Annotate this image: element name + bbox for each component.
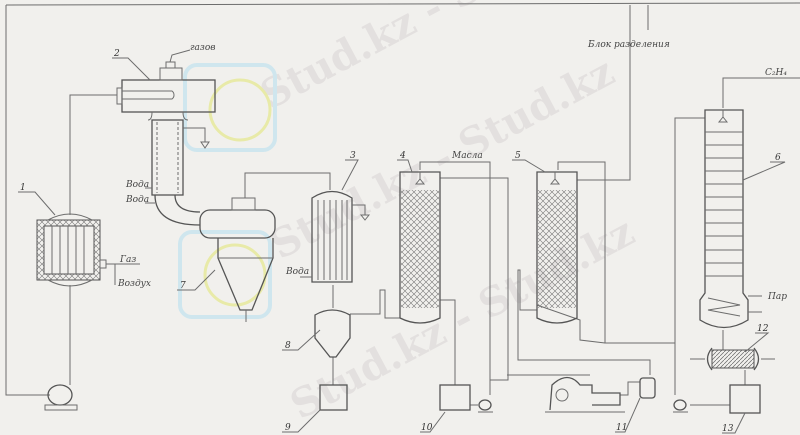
number-9: 9 xyxy=(285,423,291,433)
number-11: 11 xyxy=(616,423,627,433)
number-8: 8 xyxy=(285,341,291,351)
water-label: Вода xyxy=(125,195,149,205)
quench-cooler[interactable] xyxy=(145,119,210,226)
number-3: 3 xyxy=(350,151,356,161)
pump-13[interactable] xyxy=(673,399,688,413)
tank-13[interactable] xyxy=(729,384,761,414)
separation-block-label: Блок разделения xyxy=(587,40,670,50)
number-2: 2 xyxy=(113,49,120,59)
number-6: 6 xyxy=(775,153,781,163)
pump-10[interactable] xyxy=(478,399,493,413)
scrubber-column-5[interactable] xyxy=(536,171,578,324)
scrubber-column-4[interactable] xyxy=(399,171,441,324)
furnace-1[interactable] xyxy=(36,213,140,287)
condenser-3[interactable] xyxy=(300,190,371,283)
steam-label: Пар xyxy=(767,292,787,302)
separator-8[interactable] xyxy=(314,309,351,358)
number-13: 13 xyxy=(722,424,734,434)
air-label: Воздух xyxy=(117,279,151,289)
water-label: Вода xyxy=(285,267,309,277)
pipelines xyxy=(5,2,800,406)
tank-9[interactable] xyxy=(319,384,348,411)
number-12: 12 xyxy=(757,324,769,334)
pump-compressor[interactable] xyxy=(44,384,78,411)
water-label: Вода xyxy=(125,180,149,190)
equipment-numbers: 1 2 3 4 5 6 7 8 9 10 11 12 13 xyxy=(20,49,781,434)
tank-10[interactable] xyxy=(439,384,471,411)
number-5: 5 xyxy=(515,151,521,161)
number-1: 1 xyxy=(20,183,26,193)
stream-labels: газов Вода Вода Вода Газ Воздух Масла Бл… xyxy=(117,40,787,302)
number-4: 4 xyxy=(399,151,406,161)
number-10: 10 xyxy=(421,423,433,433)
number-7: 7 xyxy=(180,281,186,291)
distillation-column-6[interactable] xyxy=(699,109,762,329)
gases-label: газов xyxy=(190,43,215,53)
heat-exchanger-12[interactable] xyxy=(690,347,775,371)
cyclone-7[interactable] xyxy=(199,197,276,322)
leader-lines xyxy=(18,57,786,434)
ethylene-label: C₂H₄ xyxy=(765,68,787,78)
gas-label: Газ xyxy=(119,255,136,265)
oil-label: Масла xyxy=(451,151,483,161)
reactor-2[interactable] xyxy=(116,49,216,121)
blower-11[interactable] xyxy=(545,376,656,413)
